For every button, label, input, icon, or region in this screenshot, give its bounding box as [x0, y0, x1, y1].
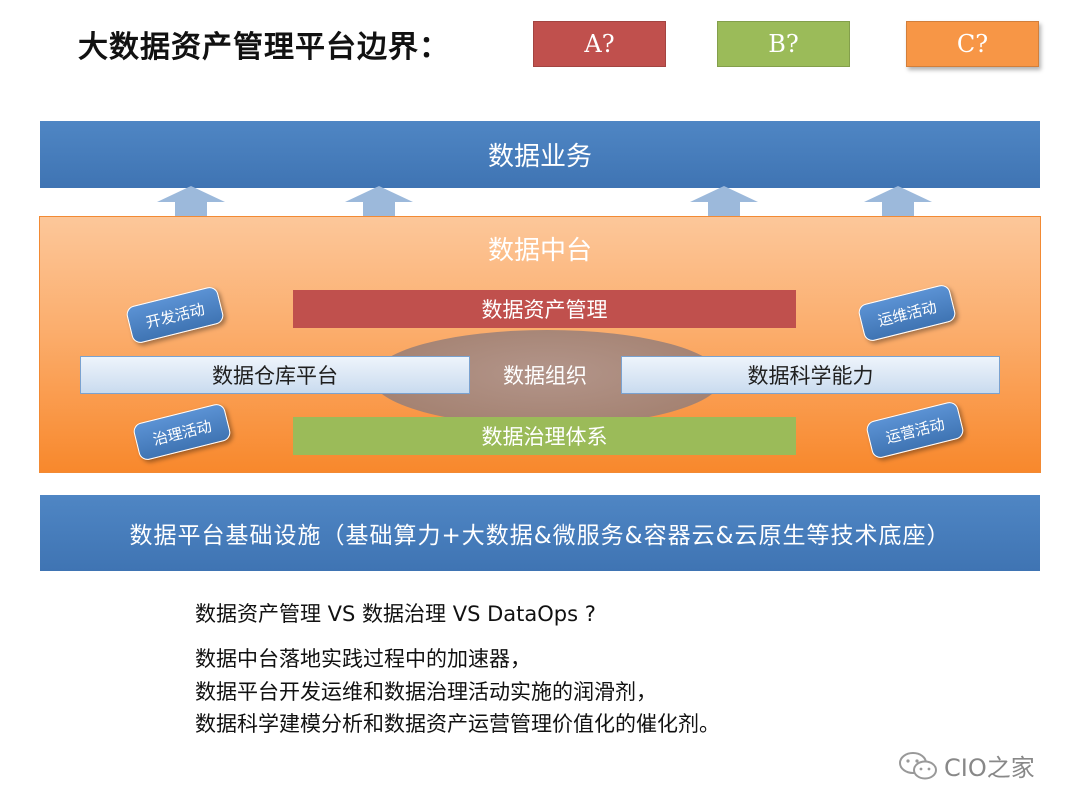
data-organization-label: 数据组织 — [503, 364, 587, 388]
data-middle-platform-title: 数据中台 — [487, 236, 592, 266]
description-line-3: 数据科学建模分析和数据资产运营管理价值化的催化剂。 — [195, 712, 720, 736]
up-arrow-icon — [157, 186, 225, 218]
data-warehouse-box: 数据仓库平台 — [80, 356, 470, 394]
legend-b: B? — [717, 21, 850, 67]
legend-a: A? — [533, 21, 666, 67]
up-arrow-icon — [690, 186, 758, 218]
description-line-2: 数据平台开发运维和数据治理活动实施的润滑剂， — [195, 680, 657, 704]
description-line-1: 数据中台落地实践过程中的加速器， — [195, 647, 531, 671]
legend-c: C? — [906, 21, 1039, 67]
watermark: CIO之家 — [898, 748, 1035, 783]
data-governance-bar: 数据治理体系 — [293, 417, 796, 455]
watermark-text: CIO之家 — [944, 754, 1035, 782]
page-title: 大数据资产管理平台边界： — [78, 30, 450, 65]
up-arrow-icon — [345, 186, 413, 218]
comparison-line: 数据资产管理 VS 数据治理 VS DataOps ? — [195, 602, 596, 626]
data-science-box: 数据科学能力 — [621, 356, 1000, 394]
data-asset-management-bar: 数据资产管理 — [293, 290, 796, 328]
infrastructure-band: 数据平台基础设施（基础算力+大数据&微服务&容器云&云原生等技术底座） — [40, 495, 1040, 571]
data-business-band: 数据业务 — [40, 121, 1040, 188]
wechat-icon — [899, 751, 937, 779]
up-arrow-icon — [864, 186, 932, 218]
